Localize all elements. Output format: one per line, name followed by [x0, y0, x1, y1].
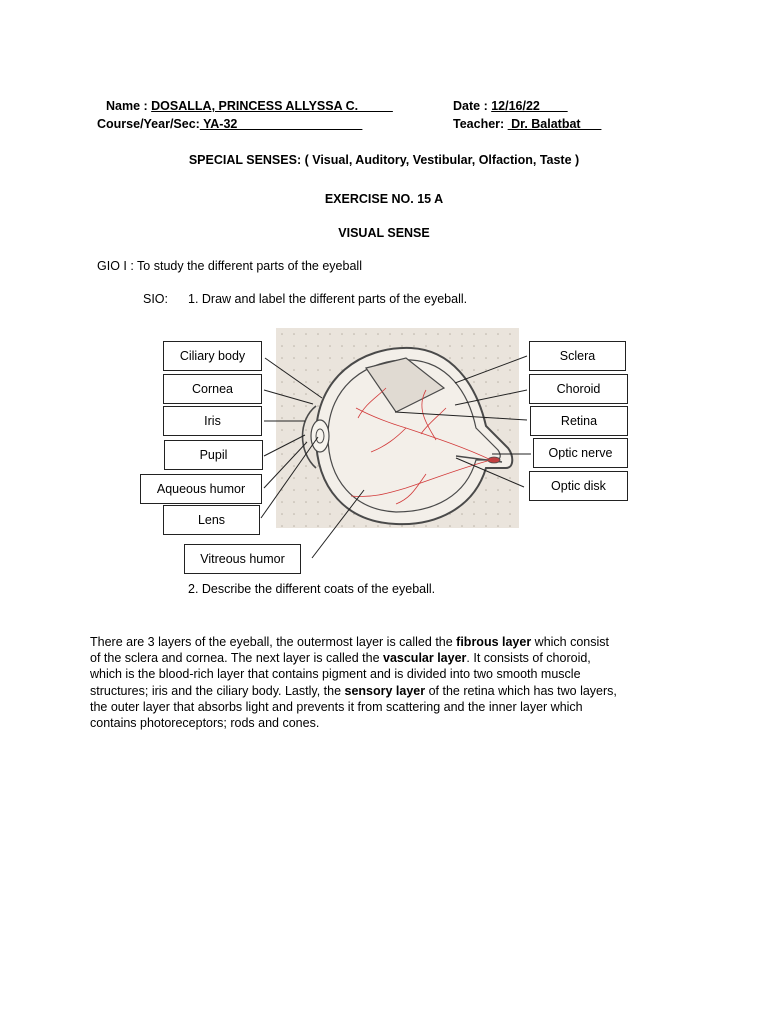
answer-text: structures; iris and the ciliary body. L… — [90, 684, 345, 698]
date-value: 12/16/22 — [491, 99, 567, 113]
answer-text: There are 3 layers of the eyeball, the o… — [90, 635, 456, 649]
label-pupil: Pupil — [164, 440, 263, 470]
exercise-title: EXERCISE NO. 15 A — [0, 192, 768, 206]
answer-text: of the sclera and cornea. The next layer… — [90, 651, 383, 665]
label-cornea: Cornea — [163, 374, 262, 404]
label-vitreous-humor: Vitreous humor — [184, 544, 301, 574]
teacher-label: Teacher: — [453, 117, 508, 131]
visual-sense-title: VISUAL SENSE — [0, 226, 768, 240]
name-label: Name : — [106, 99, 151, 113]
label-retina: Retina — [530, 406, 628, 436]
term-sensory-layer: sensory layer — [345, 684, 426, 698]
label-ciliary-body: Ciliary body — [163, 341, 262, 371]
date-line: Date : 12/16/22 — [453, 99, 568, 113]
answer-paragraph: There are 3 layers of the eyeball, the o… — [90, 634, 690, 731]
answer-line-4: structures; iris and the ciliary body. L… — [90, 683, 690, 699]
answer-line-3: which is the blood-rich layer that conta… — [90, 666, 690, 682]
sio-label: SIO: — [143, 292, 168, 306]
answer-line-1: There are 3 layers of the eyeball, the o… — [90, 634, 690, 650]
eyeball-drawing — [276, 328, 519, 528]
label-aqueous-humor: Aqueous humor — [140, 474, 262, 504]
teacher-line: Teacher: Dr. Balatbat — [453, 117, 601, 131]
course-value: YA-32 — [200, 117, 363, 131]
course-line: Course/Year/Sec: YA-32 — [97, 117, 362, 131]
sio-item-1: 1. Draw and label the different parts of… — [188, 292, 467, 306]
special-senses-title: SPECIAL SENSES: ( Visual, Auditory, Vest… — [0, 153, 768, 167]
gio-text: GIO I : To study the different parts of … — [97, 259, 362, 273]
name-value: DOSALLA, PRINCESS ALLYSSA C. — [151, 99, 393, 113]
answer-line-6: contains photoreceptors; rods and cones. — [90, 715, 690, 731]
label-choroid: Choroid — [529, 374, 628, 404]
label-lens: Lens — [163, 505, 260, 535]
answer-line-5: the outer layer that absorbs light and p… — [90, 699, 690, 715]
sio-item-2: 2. Describe the different coats of the e… — [188, 582, 435, 596]
label-iris: Iris — [163, 406, 262, 436]
answer-text: . It consists of choroid, — [466, 651, 590, 665]
term-fibrous-layer: fibrous layer — [456, 635, 531, 649]
answer-text: which consist — [531, 635, 609, 649]
label-optic-nerve: Optic nerve — [533, 438, 628, 468]
name-line: Name : DOSALLA, PRINCESS ALLYSSA C. — [106, 99, 393, 113]
term-vascular-layer: vascular layer — [383, 651, 466, 665]
answer-text: of the retina which has two layers, — [425, 684, 617, 698]
answer-line-2: of the sclera and cornea. The next layer… — [90, 650, 690, 666]
label-sclera: Sclera — [529, 341, 626, 371]
label-optic-disk: Optic disk — [529, 471, 628, 501]
course-label: Course/Year/Sec: — [97, 117, 200, 131]
date-label: Date : — [453, 99, 491, 113]
teacher-value: Dr. Balatbat — [508, 117, 602, 131]
